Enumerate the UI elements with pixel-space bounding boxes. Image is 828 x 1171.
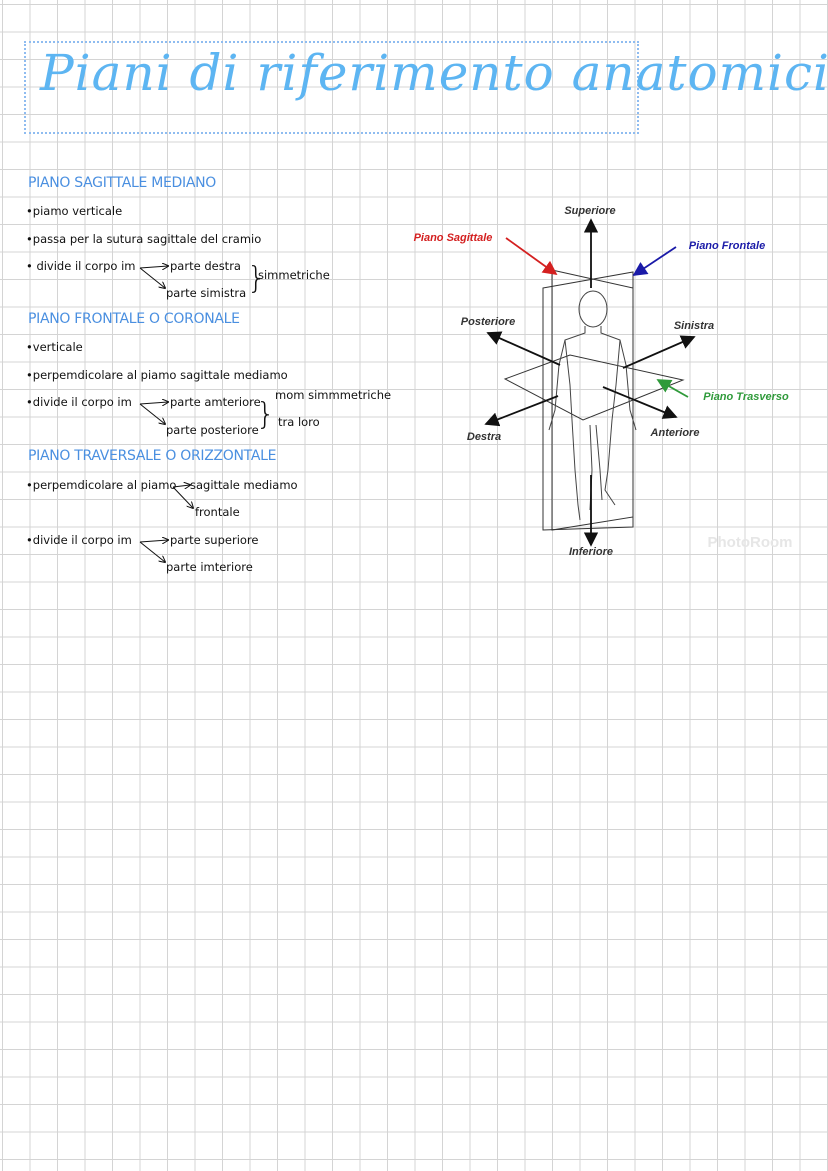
label-piano-sagittale: Piano Sagittale <box>413 232 493 244</box>
part-label: parte amteriore <box>170 395 261 409</box>
page-title: Piani di riferimento anatomici <box>40 44 828 102</box>
part-label: parte imteriore <box>166 560 253 574</box>
note: mom simmmetriche <box>275 388 392 402</box>
bullet: •passa per la sutura sagittale del crami… <box>26 232 262 246</box>
bullet: •perpemdicolare al piamo sagittale media… <box>26 368 288 382</box>
brace: } <box>256 397 276 432</box>
part-label: parte superiore <box>170 533 259 547</box>
plane-label: frontale <box>195 505 240 519</box>
label-piano-trasverso: Piano Trasverso <box>703 391 789 403</box>
bullet: •piamo verticale <box>26 204 123 218</box>
label-superiore: Superiore <box>564 205 616 217</box>
section-heading-trasversale: PIANO TRAVERSALE O ORIZZONTALE <box>28 448 277 464</box>
direction-arrows <box>484 218 696 547</box>
bullet: •perpemdicolare al piamo <box>26 478 177 492</box>
label-piano-frontale: Piano Frontale <box>688 240 766 252</box>
label-sinistra: Sinistra <box>673 320 715 332</box>
part-label: parte posteriore <box>166 423 259 437</box>
label-anteriore: Anteriore <box>650 427 700 439</box>
transverse-pointer <box>656 379 689 398</box>
section-heading-sagittale: PIANO SAGITTALE MEDIANO <box>28 175 216 191</box>
anatomy-diagram <box>503 269 685 531</box>
note: tra loro <box>278 415 320 429</box>
frontal-plane <box>542 271 634 531</box>
brace: } <box>247 261 267 296</box>
human-figure <box>548 290 637 521</box>
note: simmetriche <box>258 268 330 282</box>
label-destra: Destra <box>466 431 502 443</box>
bullet: •verticale <box>26 340 83 354</box>
section-heading-frontale: PIANO FRONTALE O CORONALE <box>28 311 240 327</box>
frontal-pointer <box>632 246 677 276</box>
bullet: •divide il corpo im <box>26 395 132 409</box>
title-frame <box>24 41 639 134</box>
label-inferiore: Inferiore <box>568 546 614 558</box>
sagittal-plane <box>551 269 634 531</box>
transverse-plane <box>503 354 685 421</box>
bullet: •divide il corpo im <box>26 533 132 547</box>
part-label: parte simistra <box>166 286 247 300</box>
part-label: parte destra <box>170 259 241 273</box>
bullet: • divide il corpo im <box>26 259 136 273</box>
watermark: PhotoRoom <box>707 534 793 551</box>
label-posteriore: Posteriore <box>460 316 516 328</box>
sagittal-pointer <box>505 237 558 276</box>
plane-label: sagittale mediamo <box>190 478 298 492</box>
